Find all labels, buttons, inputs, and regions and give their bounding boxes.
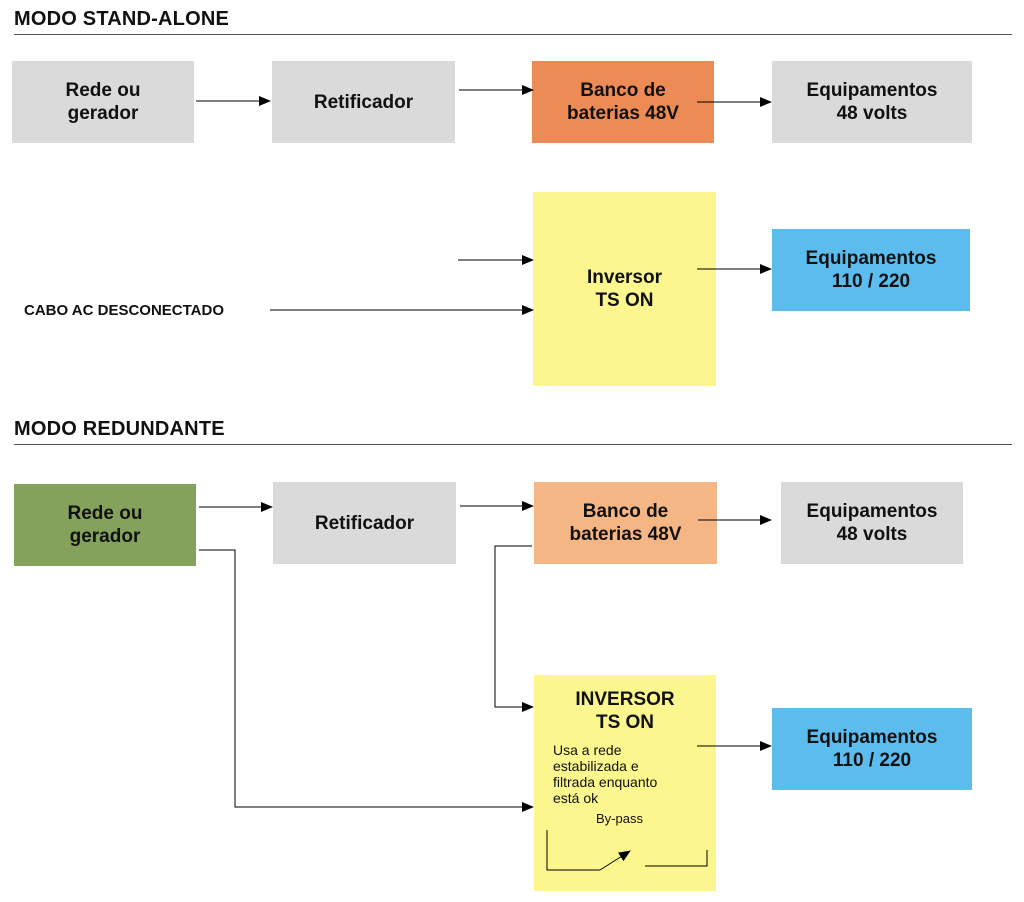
section-title-standalone: MODO STAND-ALONE	[14, 8, 230, 30]
label-cabo-ac-desconectado: CABO AC DESCONECTADO	[24, 302, 225, 319]
bypass-label: By-pass	[596, 811, 643, 826]
arrow-banco-inversor	[494, 545, 534, 712]
section-title-redundante: MODO REDUNDANTE	[14, 418, 225, 440]
box-label: Retificador	[314, 512, 415, 534]
box-retificador: Retificador	[273, 482, 456, 564]
bypass-switch-left	[546, 830, 600, 871]
box-retificador: Retificador	[272, 61, 455, 143]
bypass-switch-blade	[599, 850, 631, 871]
box-label: Retificador	[313, 91, 414, 113]
section-divider	[14, 34, 1012, 35]
arrow-rede-inversor-bypass	[199, 549, 534, 812]
section-divider	[14, 444, 1012, 445]
bypass-switch-right	[645, 850, 708, 867]
